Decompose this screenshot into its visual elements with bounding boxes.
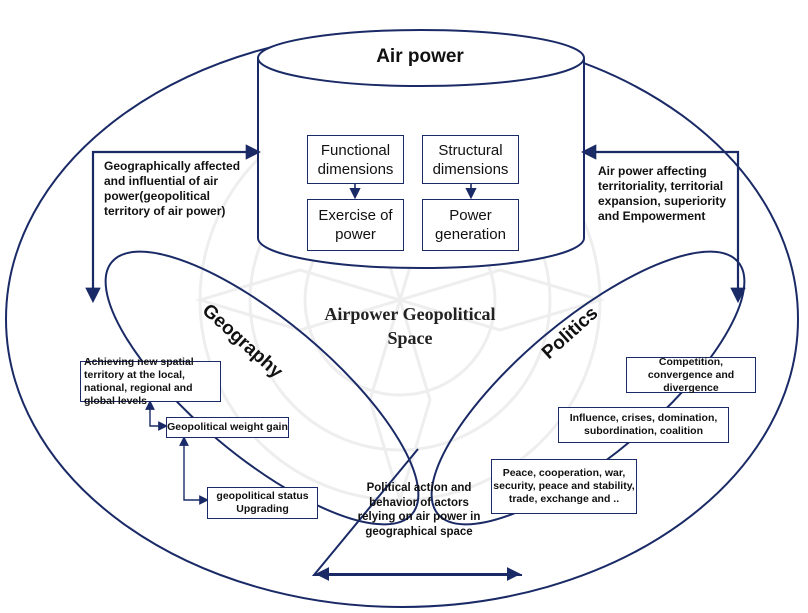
politics-box-1: Competition, convergence and divergence: [626, 355, 756, 394]
functional-dimensions-box: Functional dimensions: [307, 135, 404, 184]
geo-connector-1: [145, 400, 168, 431]
bottom-note: Political action and behavior of actors …: [357, 482, 481, 538]
left-connector: [85, 144, 262, 304]
geography-box-3: geopolitical status Upgrading: [207, 487, 318, 519]
air-power-title: Air power: [376, 46, 464, 67]
geography-box-2: Geopolitical weight gain: [166, 417, 289, 438]
power-generation-text: Power generation: [435, 207, 506, 243]
exercise-of-power-text: Exercise of power: [318, 207, 393, 243]
geography-box-3-text: geopolitical status Upgrading: [216, 490, 309, 515]
geo-connector-2: [179, 436, 209, 505]
politics-box-1-text: Competition, convergence and divergence: [647, 355, 735, 394]
politics-box-2: Influence, crises, domination, subordina…: [558, 407, 729, 443]
politics-box-2-text: Influence, crises, domination, subordina…: [569, 412, 718, 437]
right-note: Air power affecting territoriality, terr…: [598, 164, 727, 223]
geography-box-1-text: Achieving new spatial territory at the l…: [84, 355, 194, 407]
structural-dimensions-box: Structural dimensions: [422, 135, 519, 184]
structural-dimensions-text: Structural dimensions: [432, 141, 509, 178]
left-note: Geographically affected and influential …: [104, 159, 241, 218]
geography-box-1: Achieving new spatial territory at the l…: [80, 356, 221, 407]
functional-dimensions-text: Functional dimensions: [317, 141, 394, 178]
power-generation-box: Power generation: [422, 199, 519, 251]
right-connector: [580, 144, 746, 304]
exercise-of-power-box: Exercise of power: [307, 199, 404, 251]
politics-box-3-text: Peace, cooperation, war, security, peace…: [493, 467, 635, 505]
politics-box-3: Peace, cooperation, war, security, peace…: [491, 459, 637, 514]
geography-box-2-text: Geopolitical weight gain: [167, 421, 288, 433]
center-label: Airpower Geopolitical Space: [324, 304, 496, 348]
